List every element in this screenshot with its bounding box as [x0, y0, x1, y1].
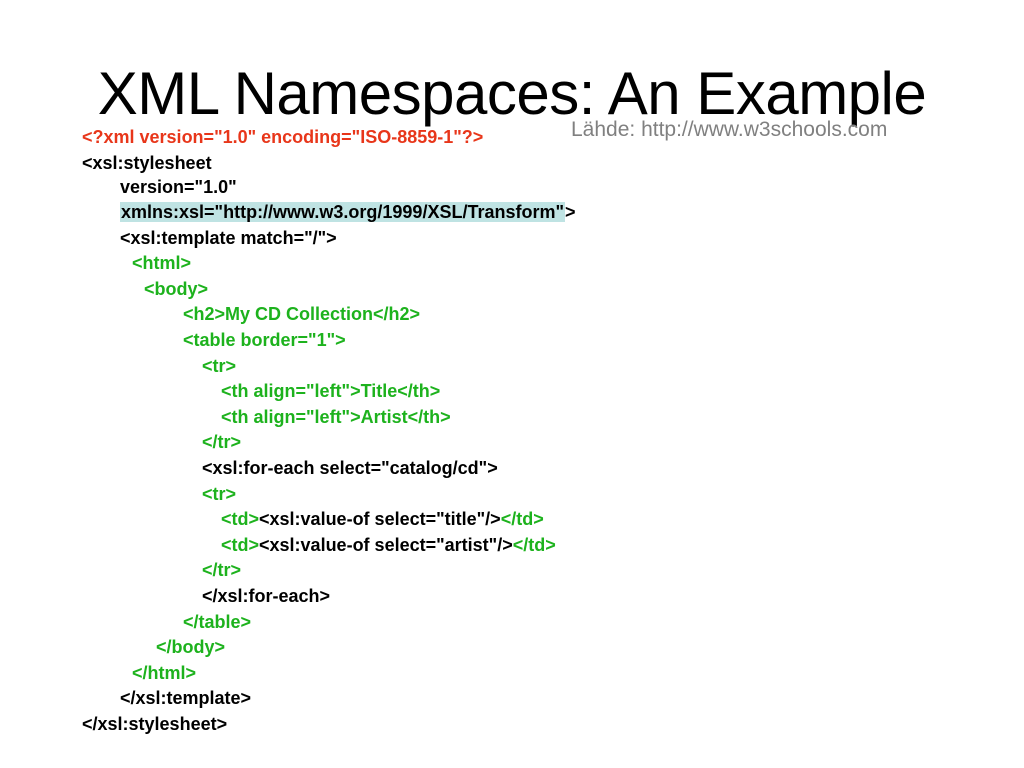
namespace-close: > [565, 202, 576, 222]
td-title-close: </td> [500, 509, 544, 529]
value-of-artist: <xsl:value-of select="artist"/> [259, 535, 513, 555]
td-title-line: <td><xsl:value-of select="title"/></td> [221, 508, 544, 530]
namespace-declaration: xmlns:xsl="http://www.w3.org/1999/XSL/Tr… [120, 202, 566, 222]
h2-line: <h2>My CD Collection</h2> [183, 304, 421, 324]
body-open: <body> [144, 279, 209, 299]
template-open: <xsl:template match="/"> [120, 228, 337, 248]
tr-open-header: <tr> [202, 356, 237, 376]
th-title-text: Title [360, 381, 398, 401]
tr-close-header: </tr> [202, 432, 242, 452]
td-title-open: <td> [221, 509, 260, 529]
source-attribution: Lähde: http://www.w3schools.com [571, 118, 888, 141]
th-artist-line: <th align="left">Artist</th> [221, 406, 451, 428]
html-open: <html> [132, 253, 192, 273]
xml-declaration: <?xml version="1.0" encoding="ISO-8859-1… [82, 127, 484, 147]
td-artist-line: <td><xsl:value-of select="artist"/></td> [221, 534, 556, 556]
td-artist-open: <td> [221, 535, 260, 555]
table-open: <table border="1"> [183, 330, 346, 350]
slide-title: XML Namespaces: An Example [97, 60, 927, 127]
template-close: </xsl:template> [120, 688, 252, 708]
th-title-close: </th> [397, 381, 441, 401]
namespace-line: xmlns:xsl="http://www.w3.org/1999/XSL/Tr… [120, 201, 576, 223]
tr-close-row: </tr> [202, 560, 242, 580]
td-artist-close: </td> [512, 535, 556, 555]
th-title-line: <th align="left">Title</th> [221, 380, 440, 402]
stylesheet-open: <xsl:stylesheet [82, 153, 212, 173]
stylesheet-close: </xsl:stylesheet> [82, 714, 228, 734]
th-artist-text: Artist [360, 407, 408, 427]
version-attribute: version="1.0" [120, 177, 237, 197]
th-artist-close: </th> [407, 407, 451, 427]
for-each-open: <xsl:for-each select="catalog/cd"> [202, 458, 498, 478]
th-title-open: <th align="left"> [221, 381, 361, 401]
tr-open-row: <tr> [202, 484, 237, 504]
table-close: </table> [183, 612, 252, 632]
th-artist-open: <th align="left"> [221, 407, 361, 427]
body-close: </body> [156, 637, 226, 657]
html-close: </html> [132, 663, 197, 683]
value-of-title: <xsl:value-of select="title"/> [259, 509, 501, 529]
for-each-close: </xsl:for-each> [202, 586, 331, 606]
